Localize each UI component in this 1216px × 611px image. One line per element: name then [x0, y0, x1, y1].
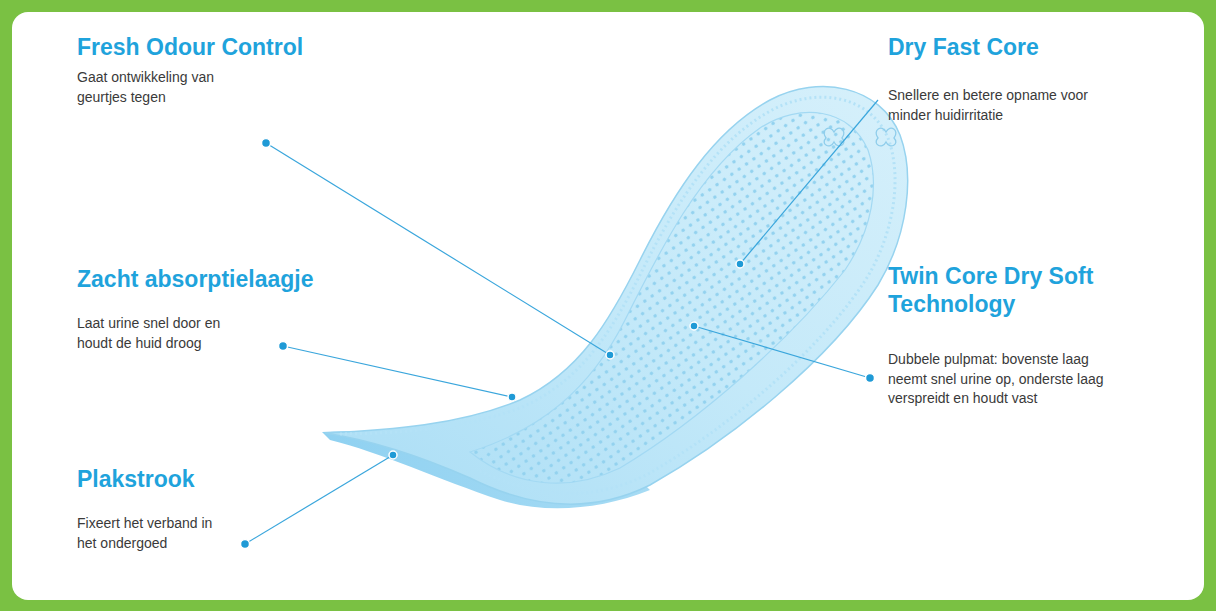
panel [12, 12, 1204, 600]
feature-description: Dubbele pulpmat: bovenste laag neemt sne… [888, 350, 1114, 409]
feature-callout-text: Dubbele pulpmat: bovenste laag neemt sne… [888, 350, 1114, 409]
feature-callout-heading: Fresh Odour Control [77, 34, 377, 62]
feature-callout-heading: Zacht absorptielaagje [77, 266, 397, 294]
feature-callout-text: Snellere en betere opname voor minder hu… [888, 86, 1126, 125]
pad-core-texture [440, 90, 910, 510]
feature-title: Fresh Odour Control [77, 34, 377, 62]
feature-callout-text: Gaat ontwikkeling van geurtjes tegen [77, 68, 247, 107]
feature-description: Gaat ontwikkeling van geurtjes tegen [77, 68, 247, 107]
feature-description: Fixeert het verband in het ondergoed [77, 514, 219, 553]
feature-title: Plakstrook [77, 466, 337, 494]
feature-callout-heading: Dry Fast Core [888, 34, 1188, 62]
pad-core [470, 112, 873, 483]
feature-callout-heading: Twin Core Dry Soft Technology [888, 263, 1160, 318]
leader-line [245, 100, 878, 544]
embossed-flower [824, 128, 896, 146]
feature-callout-text: Fixeert het verband in het ondergoed [77, 514, 219, 553]
feature-description: Snellere en betere opname voor minder hu… [888, 86, 1126, 125]
feature-description: Laat urine snel door en houdt de huid dr… [77, 314, 259, 353]
feature-title: Dry Fast Core [888, 34, 1188, 62]
feature-callout-heading: Plakstrook [77, 466, 337, 494]
feature-callout-text: Laat urine snel door en houdt de huid dr… [77, 314, 259, 353]
feature-title: Twin Core Dry Soft Technology [888, 263, 1160, 318]
feature-title: Zacht absorptielaagje [77, 266, 397, 294]
leader-dot [241, 139, 875, 549]
